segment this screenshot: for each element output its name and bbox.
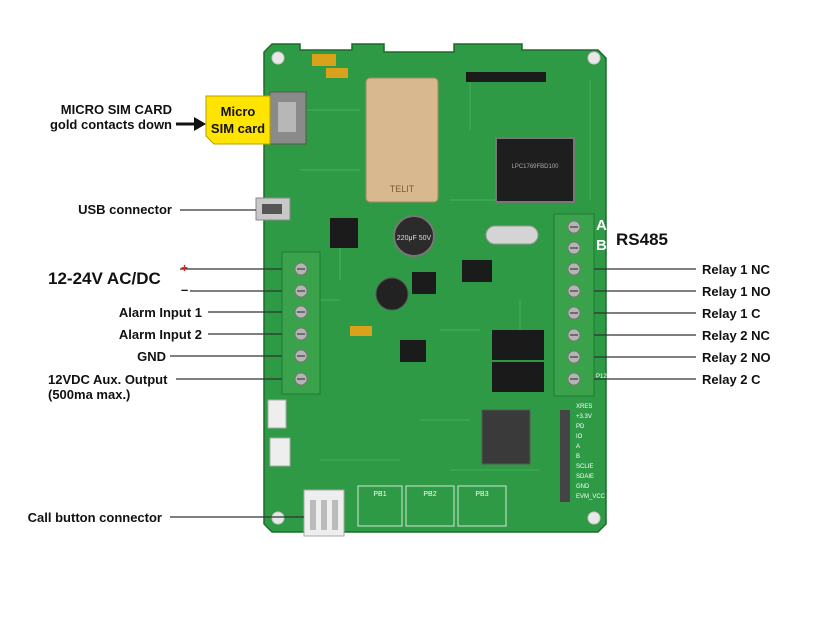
relay-1 bbox=[492, 330, 544, 360]
silk-header-pin: SDAIE bbox=[576, 474, 594, 480]
mount-hole bbox=[271, 511, 285, 525]
sim-card-line1: Micro bbox=[221, 104, 256, 119]
silk-pb3: PB3 bbox=[475, 491, 488, 498]
silk-pb1: PB1 bbox=[373, 491, 386, 498]
relay-2 bbox=[492, 362, 544, 392]
mcu-marking: LPC1769FBD100 bbox=[511, 164, 559, 170]
rs485-a: A bbox=[596, 217, 607, 234]
relay-2-c-label: Relay 2 C bbox=[702, 372, 761, 387]
alarm-input-1-label: Alarm Input 1 bbox=[118, 305, 202, 320]
silk-pb2: PB2 bbox=[423, 491, 436, 498]
mount-hole bbox=[271, 51, 285, 65]
aux-output-subtitle: (500ma max.) bbox=[48, 387, 131, 402]
pushbutton-pb3 bbox=[457, 485, 507, 527]
jst-connector bbox=[269, 437, 291, 467]
transformer bbox=[481, 409, 531, 465]
relay-1-c-label: Relay 1 C bbox=[702, 306, 761, 321]
rs485-label: RS485 bbox=[616, 230, 668, 249]
gsm-module bbox=[365, 77, 439, 203]
relay-2-nc-label: Relay 2 NC bbox=[702, 328, 770, 343]
left-terminal-block bbox=[281, 251, 321, 395]
silk-header-pin: A bbox=[576, 444, 580, 450]
mcu-chip bbox=[495, 137, 575, 203]
silk-header-pin: B bbox=[576, 454, 580, 460]
mount-hole bbox=[587, 51, 601, 65]
right-terminal-block bbox=[553, 213, 595, 397]
silk-header-pin: SCLIE bbox=[576, 464, 593, 470]
sim-card-title: MICRO SIM CARD bbox=[60, 102, 172, 117]
silk-header-pin: +3.3V bbox=[576, 414, 592, 420]
sim-card-line2: SIM card bbox=[211, 121, 265, 136]
silk-xres: XRES bbox=[576, 404, 592, 410]
power-input-label: 12-24V AC/DC bbox=[48, 269, 161, 288]
silk-header-pin: GND bbox=[576, 484, 590, 490]
mount-hole bbox=[587, 511, 601, 525]
pushbutton-pb1 bbox=[357, 485, 403, 527]
aux-output-title: 12VDC Aux. Output bbox=[48, 372, 168, 387]
sim-card-subtitle: gold contacts down bbox=[49, 117, 172, 132]
crystal bbox=[485, 225, 539, 245]
arrow-right-icon bbox=[194, 117, 206, 131]
silk-header-pin: IO bbox=[576, 434, 583, 440]
micro-sim-card bbox=[205, 95, 271, 145]
silk-header-pin: EVM_VCC bbox=[576, 494, 606, 500]
sim-card-label: MICRO SIM CARD gold contacts down bbox=[50, 102, 172, 132]
call-button-label: Call button connector bbox=[27, 510, 162, 525]
polarity-minus: – bbox=[181, 282, 188, 297]
usb-connector-label: USB connector bbox=[78, 202, 172, 217]
capacitor bbox=[393, 215, 435, 257]
capacitor-marking: 220μF 50V bbox=[397, 235, 432, 242]
polarity-plus: + bbox=[181, 261, 188, 275]
pushbutton-pb2 bbox=[405, 485, 455, 527]
relay-2-no-label: Relay 2 NO bbox=[702, 350, 771, 365]
jst-connector bbox=[267, 399, 287, 429]
relay-1-nc-label: Relay 1 NC bbox=[702, 262, 770, 277]
aux-output-label: 12VDC Aux. Output (500ma max.) bbox=[48, 372, 167, 402]
alarm-input-2-label: Alarm Input 2 bbox=[118, 327, 202, 342]
gsm-module-brand: TELIT bbox=[390, 184, 415, 194]
gnd-label: GND bbox=[137, 349, 166, 364]
silk-p12: P12 bbox=[596, 374, 607, 380]
inductor bbox=[375, 277, 409, 311]
pin-header bbox=[560, 410, 570, 502]
relay-1-no-label: Relay 1 NO bbox=[702, 284, 771, 299]
rs485-b: B bbox=[596, 237, 607, 254]
silk-header-pin: PD bbox=[576, 424, 585, 430]
